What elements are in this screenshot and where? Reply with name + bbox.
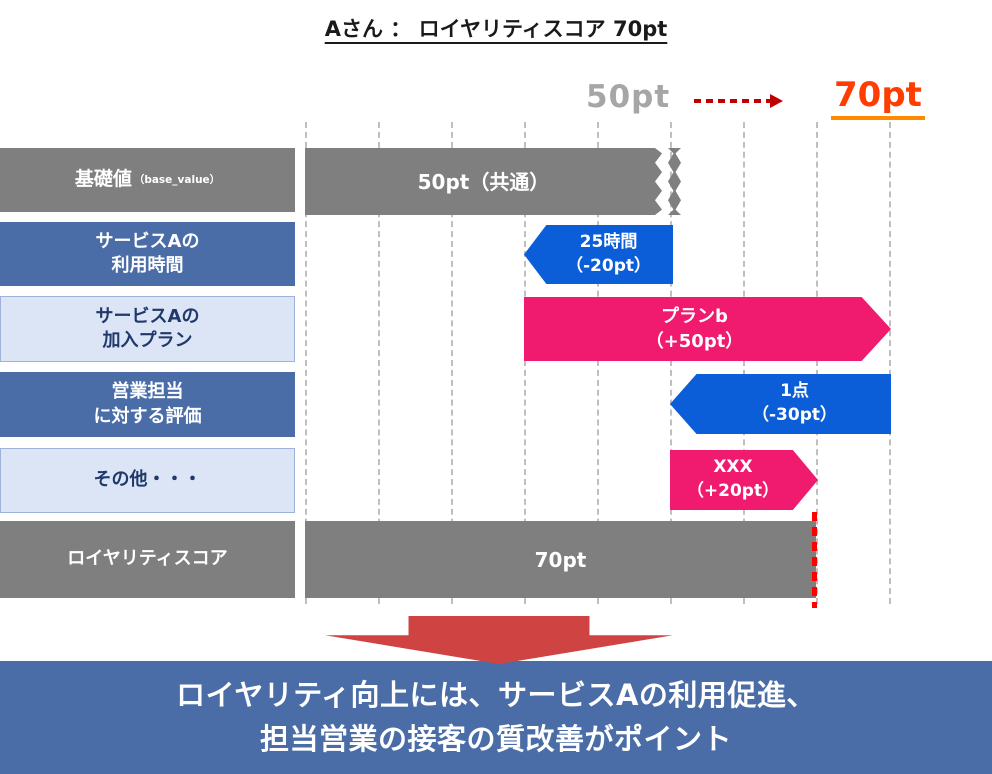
row-label-base-value-sub: （base_value）: [133, 173, 221, 186]
row-label-others: その他・・・: [0, 448, 295, 513]
bar-break-mark: [668, 148, 681, 215]
row-label-sales-rep-rating: 営業担当 に対する評価: [0, 372, 295, 437]
gridline: [816, 122, 818, 604]
gridline: [451, 122, 453, 604]
target-70pt-dashed-line: [812, 512, 817, 608]
transition-arrow-icon: [694, 94, 783, 108]
gridline: [305, 122, 307, 604]
gridline: [670, 122, 672, 604]
gridline: [378, 122, 380, 604]
gridline: [524, 122, 526, 604]
arrow-usage-time-minus20: 25時間 （-20pt）: [524, 225, 673, 284]
summary-line-2: 担当営業の接客の質改善がポイント: [259, 721, 732, 756]
gridline: [743, 122, 745, 604]
summary-line-1: ロイヤリティ向上には、サービスAの利用促進、: [176, 678, 816, 712]
row-label-loyalty-score: ロイヤリティスコア: [0, 521, 295, 598]
arrow-plan-plus50: プランb （+50pt）: [524, 297, 891, 361]
score-after-label: 70pt: [831, 75, 925, 120]
row-label-service-a-usage-time: サービスAの 利用時間: [0, 222, 295, 286]
row-label-base-value: 基礎値 （base_value）: [0, 148, 295, 212]
row-label-service-a-plan: サービスAの 加入プラン: [0, 296, 295, 362]
page-title: Aさん ： ロイヤリティスコア 70pt: [324, 17, 668, 41]
arrow-others-plus20: XXX （+20pt）: [670, 450, 818, 510]
gridline: [597, 122, 599, 604]
row-label-base-value-text: 基礎値: [74, 168, 132, 191]
summary-banner: ロイヤリティ向上には、サービスAの利用促進、 担当営業の接客の質改善がポイント: [0, 661, 992, 774]
bar-total-score: 70pt: [305, 521, 816, 598]
gridline: [889, 122, 891, 604]
score-before-label: 50pt: [586, 79, 671, 115]
bar-base-value: 50pt（共通）: [305, 148, 662, 215]
down-arrow-icon: [325, 616, 673, 664]
arrow-rating-minus30: 1点 （-30pt）: [670, 374, 891, 434]
